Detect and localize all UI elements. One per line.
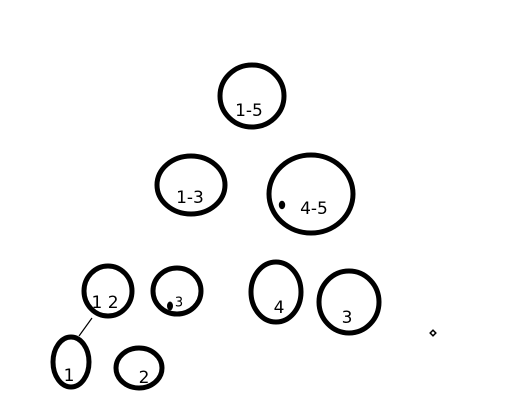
node-right: 4-5: [266, 152, 356, 236]
node-ll: 1 2: [81, 263, 135, 319]
node-right-ring: [266, 152, 356, 236]
edge-ll-lll: [78, 317, 93, 337]
node-root-ring: [217, 62, 287, 130]
node-left-label: 1-3: [176, 188, 204, 208]
node-lr-ring: [150, 265, 204, 317]
stray-diamond-mark: [429, 329, 437, 337]
node-left: 1-3: [154, 153, 228, 217]
node-right-dot: [278, 200, 286, 210]
node-ll-label: 1 2: [91, 293, 118, 313]
node-ll-ring: [81, 263, 135, 319]
node-rr-ring: [316, 268, 382, 336]
node-root-label: 1-5: [235, 101, 263, 121]
node-llr-ring: [113, 345, 165, 391]
node-left-ring: [154, 153, 228, 217]
node-llr: 2: [113, 345, 165, 391]
node-right-label: 4-5: [300, 199, 328, 219]
node-lr: 3: [150, 265, 204, 317]
node-rl: 4: [248, 259, 304, 325]
node-rl-ring: [248, 259, 304, 325]
node-lr-dot: [167, 301, 173, 311]
node-lr-label: 3: [175, 296, 183, 311]
node-rl-label: 4: [274, 298, 285, 318]
node-lll-label: 1: [64, 366, 75, 386]
node-rr-label: 3: [342, 308, 353, 328]
node-rr: 3: [316, 268, 382, 336]
node-lll-ring: [50, 334, 92, 390]
node-llr-label: 2: [139, 368, 150, 388]
node-root: 1-5: [217, 62, 287, 130]
node-lll: 1: [50, 334, 92, 390]
